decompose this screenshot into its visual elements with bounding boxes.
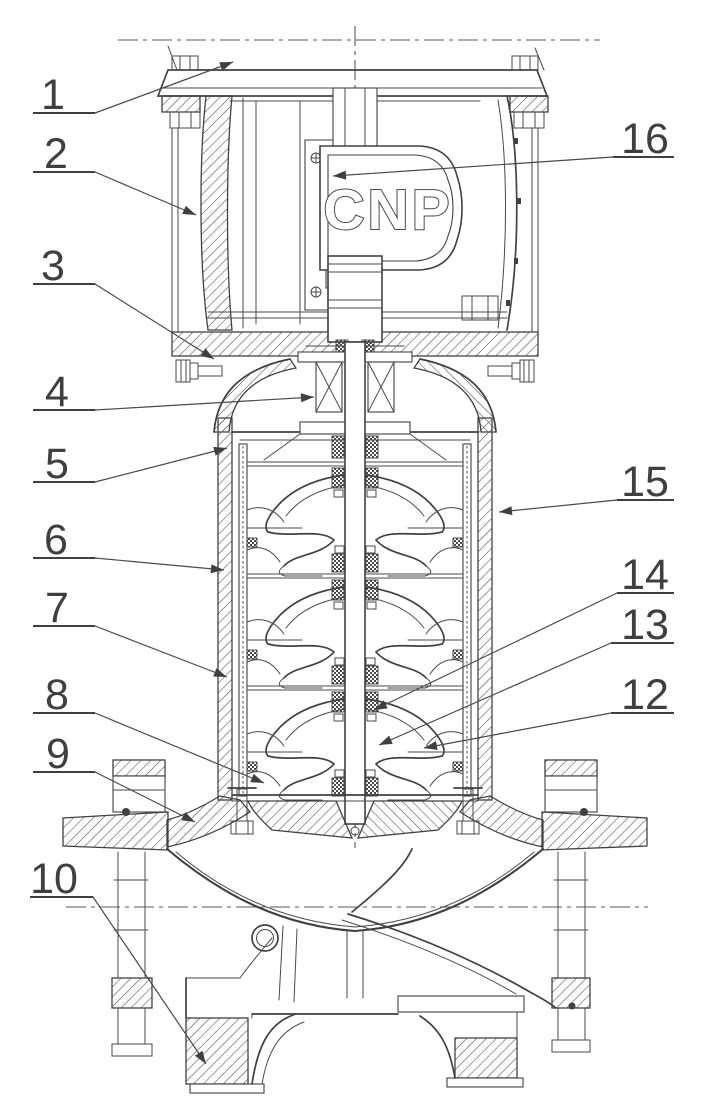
callout-arrowhead [210,564,224,574]
pump-barrel [217,417,493,801]
callout-leader-line [94,712,265,784]
callout-number-15: 15 [621,458,669,506]
outer-cylinder-left [217,417,233,801]
callout-number-7: 7 [45,584,69,632]
callout-leader-line [373,592,618,711]
callout-leader-line [94,61,234,114]
casing-clip [506,300,510,306]
motor-casing-wall [200,95,233,331]
callout-leader-line [94,447,228,483]
callout-arrowhead [182,205,196,215]
callout-number-1: 1 [41,71,65,119]
callout-leader-line [94,625,228,678]
callout-leader-line [94,171,197,216]
callout-12: 12 [423,671,674,751]
base-pedestal [185,937,525,1094]
callout-arrowhead [194,1050,206,1064]
callout-arrowhead [250,773,264,783]
stage-casing-right [462,443,472,797]
callout-16: 16 [332,115,674,180]
casing-shoulder-right [459,795,544,848]
callout-number-12: 12 [621,671,669,719]
casing-shoulder-left [166,795,251,848]
callout-leader-line [423,712,612,749]
callout-4: 4 [33,368,315,416]
callout-arrowhead [213,446,227,456]
callout-number-3: 3 [41,242,65,290]
casing-clip [517,198,521,204]
flange-bolt-left [161,55,201,129]
callout-arrowhead [333,170,347,180]
callout-number-16: 16 [621,115,669,163]
callout-leader-line [378,642,612,746]
callout-leader-line [92,896,207,1065]
callout-arrowhead [200,348,214,359]
callout-number-2: 2 [44,130,68,178]
callout-arrowhead [300,393,314,403]
cnp-badge: CNP [319,145,463,271]
volute-casing [62,759,648,1057]
callout-1: 1 [33,61,234,119]
callout-9: 9 [33,730,196,823]
callout-8: 8 [33,671,265,784]
callout-arrowhead [424,741,438,751]
callout-leader-line [498,499,618,513]
oring-dot [568,1002,576,1010]
callout-arrowhead [181,812,195,822]
callout-number-10: 10 [30,855,78,903]
callout-3: 3 [33,242,215,360]
callout-leader-line [94,396,315,411]
drain-bolt [461,295,499,321]
callout-arrowhead [213,668,227,677]
shaft-coupling [327,255,383,343]
casing-clip [514,138,518,144]
discharge-flange-right [541,759,648,851]
callout-number-8: 8 [45,671,69,719]
callout-number-9: 9 [46,730,70,778]
callout-number-6: 6 [44,516,68,564]
callout-7: 7 [33,584,228,678]
flange-bolt-right [509,55,549,129]
foot-right [454,1037,518,1079]
cnp-logo-text: CNP [323,178,452,242]
callout-arrowhead [379,735,393,745]
callout-leader-line [94,771,196,823]
callout-number-5: 5 [45,440,69,488]
barrel-seat [227,787,483,839]
callout-6: 6 [33,516,225,574]
callout-leader-line [94,557,225,571]
callout-10: 10 [30,855,207,1065]
callout-arrowhead [219,62,233,71]
pump-shaft [344,341,366,836]
callout-arrowhead [374,700,388,710]
support-column-left [111,851,153,1057]
callout-14: 14 [373,551,674,711]
stage-casing-left [238,443,248,797]
gauge-port [251,924,279,952]
callout-2: 2 [33,130,197,216]
suction-flange-left [62,759,169,851]
motor-section: CNP [200,87,521,331]
callout-15: 15 [498,458,674,516]
callout-number-14: 14 [621,551,669,599]
callout-arrowhead [499,506,513,516]
support-column-right [551,851,591,1053]
callout-13: 13 [378,601,674,746]
callout-number-13: 13 [621,601,669,649]
callout-5: 5 [33,440,228,488]
callout-leader-line [94,283,215,360]
pump-head [213,255,497,441]
callout-leader-line [332,156,614,177]
foot-left [185,1017,249,1085]
casing-clip [514,258,518,264]
outer-cylinder-right [477,417,493,801]
callout-number-4: 4 [45,368,69,416]
